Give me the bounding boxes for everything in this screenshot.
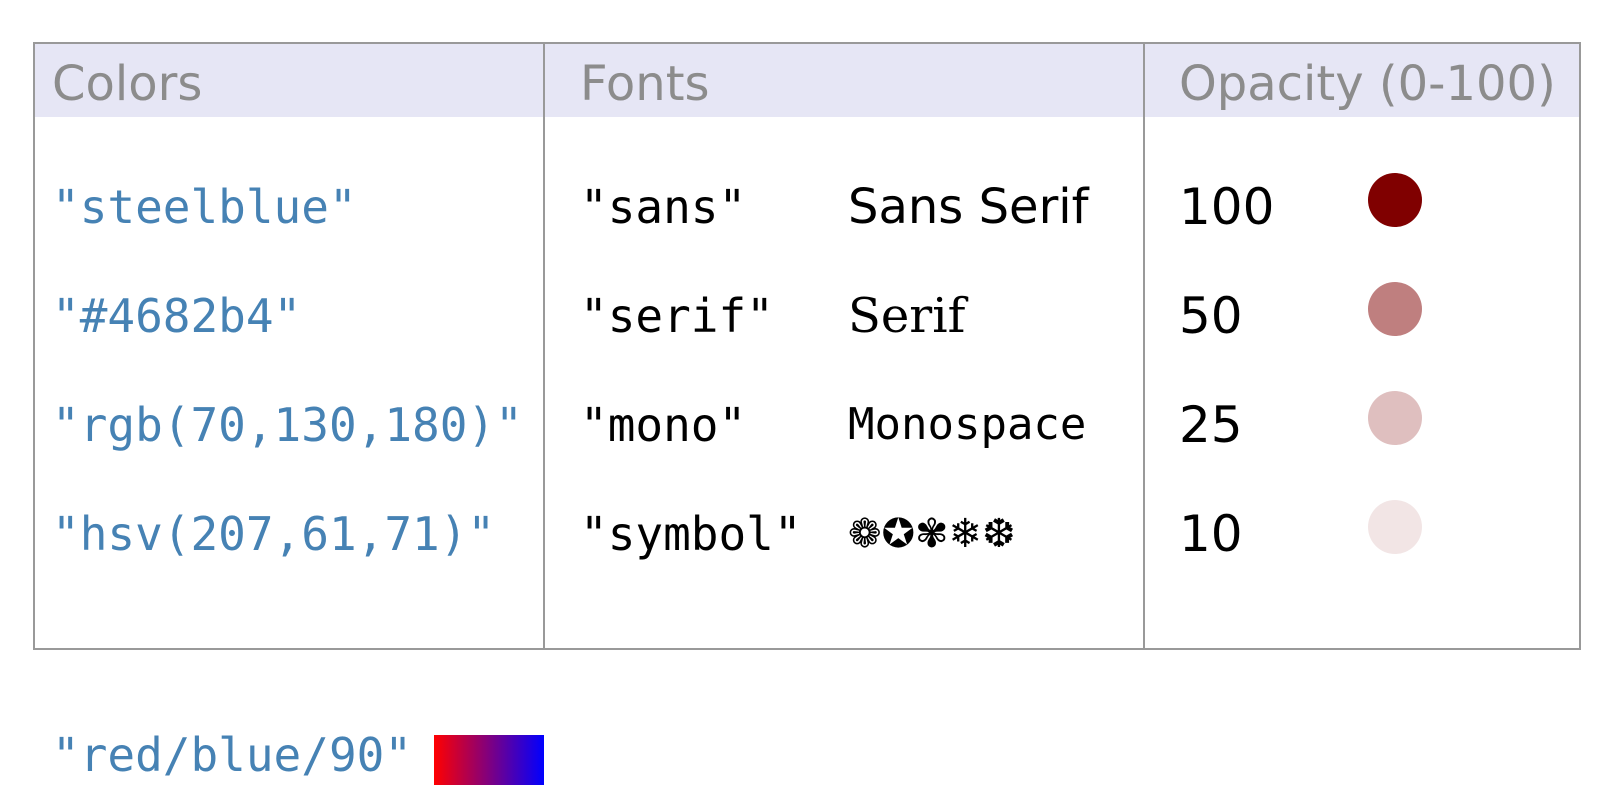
opacity-dot: [1368, 500, 1422, 554]
column-divider: [543, 44, 545, 648]
colors-header: Colors: [52, 56, 203, 112]
opacity-dot: [1368, 391, 1422, 445]
gradient-label: "red/blue/90": [52, 728, 413, 782]
font-key: "sans": [580, 180, 747, 234]
opacity-value: 25: [1179, 396, 1243, 454]
gradient-swatch: [434, 735, 544, 785]
font-key: "mono": [580, 398, 747, 452]
color-value: "rgb(70,130,180)": [52, 398, 523, 452]
opacity-dot: [1368, 173, 1422, 227]
column-divider: [1143, 44, 1145, 648]
fonts-header: Fonts: [580, 56, 710, 112]
table-header-row: [35, 44, 1579, 117]
opacity-value: 100: [1179, 178, 1275, 236]
opacity-value: 50: [1179, 287, 1243, 345]
opacity-dot: [1368, 282, 1422, 336]
color-value: "hsv(207,61,71)": [52, 507, 496, 561]
color-value: "#4682b4": [52, 289, 302, 343]
font-sample: Sans Serif: [848, 179, 1089, 235]
opacity-header: Opacity (0-100): [1179, 56, 1556, 112]
opacity-value: 10: [1179, 505, 1243, 563]
font-key: "symbol": [580, 507, 802, 561]
color-value: "steelblue": [52, 180, 357, 234]
font-sample: Serif: [848, 288, 966, 344]
font-sample: Monospace: [848, 399, 1087, 450]
font-sample-symbols: ❁✪✾❄❆: [848, 511, 1016, 557]
attribute-table: Colors Fonts Opacity (0-100) "steelblue"…: [33, 42, 1581, 650]
font-key: "serif": [580, 289, 774, 343]
